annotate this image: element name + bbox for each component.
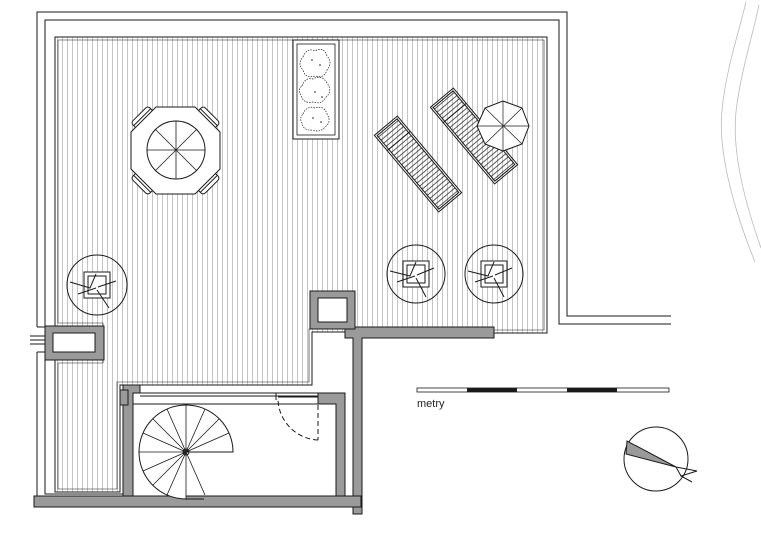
chimney-column bbox=[309, 290, 356, 330]
dining-table-with-chairs bbox=[130, 106, 221, 195]
walls bbox=[33, 326, 495, 515]
potted-tree bbox=[386, 244, 446, 304]
potted-tree bbox=[66, 254, 128, 316]
north-arrow bbox=[623, 426, 698, 492]
door-swing bbox=[277, 396, 319, 441]
potted-tree bbox=[464, 244, 524, 304]
sun-lounger bbox=[373, 115, 463, 213]
scale-unit-label: metry bbox=[417, 398, 445, 410]
spiral-staircase bbox=[138, 404, 234, 500]
scale-bar bbox=[416, 387, 670, 393]
planter-with-shrubs bbox=[292, 39, 340, 140]
parasol bbox=[476, 100, 530, 152]
boundary-curve bbox=[720, 1, 761, 263]
side-planter-box bbox=[44, 325, 105, 361]
wall-faces bbox=[132, 392, 337, 497]
